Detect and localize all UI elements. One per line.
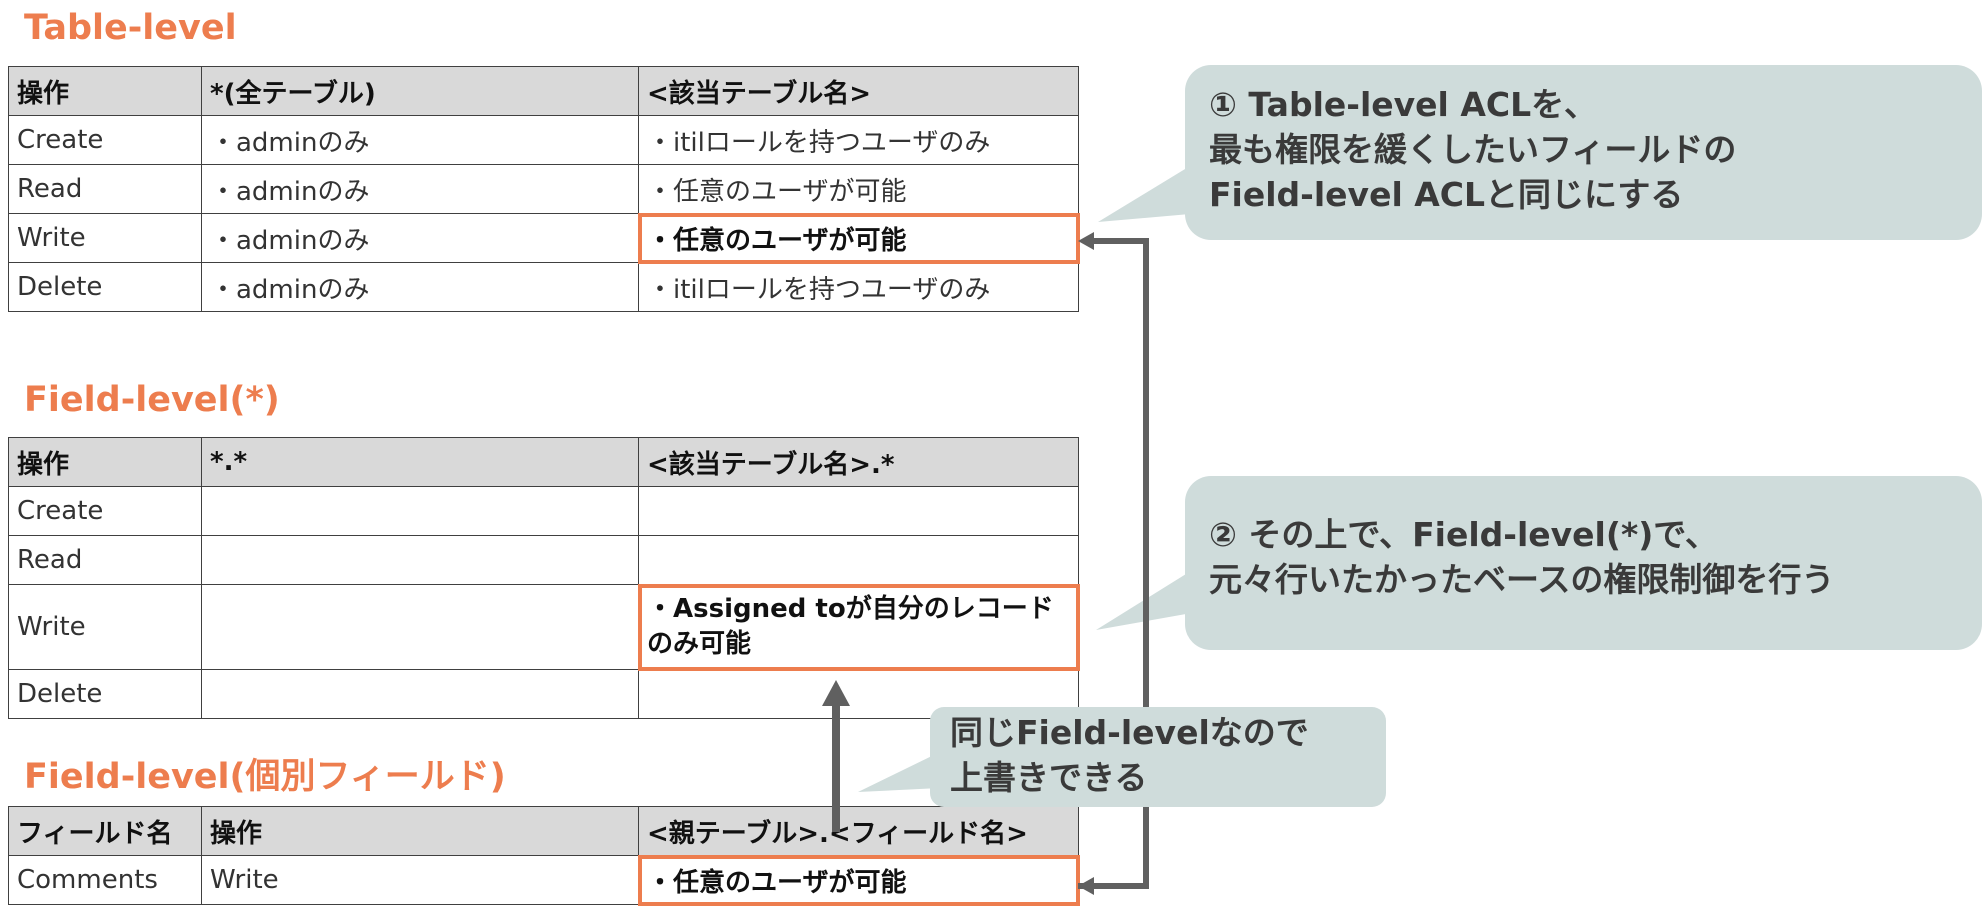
operation-cell: Read <box>8 164 202 214</box>
table-cell: ・任意のユーザが可能 <box>638 164 1079 214</box>
operation-cell: Create <box>8 486 202 536</box>
bracket-arrowhead-bottom <box>1078 877 1094 895</box>
table-level-title: Table-level <box>24 8 237 48</box>
callout-step1-line2: 最も権限を緩くしたいフィールドの <box>1209 130 1737 169</box>
table-cell <box>201 486 639 536</box>
operation-cell: Write <box>8 584 202 670</box>
table-row: Read <box>8 535 1079 585</box>
column-header: フィールド名 <box>8 806 202 856</box>
callout-override: 同じField-levelなので 上書きできる <box>930 707 1386 807</box>
table-row: Delete <box>8 669 1079 719</box>
callout-override-line2: 上書きできる <box>950 758 1148 797</box>
callout-step1: ① Table-level ACLを、 最も権限を緩くしたいフィールドの Fie… <box>1185 65 1982 240</box>
column-header: 操作 <box>8 66 202 116</box>
table-cell: ・adminのみ <box>201 164 639 214</box>
callout-1-pointer <box>1098 166 1190 222</box>
column-header: <親テーブル>.<フィールド名> <box>638 806 1079 856</box>
highlighted-cell: ・Assigned toが自分のレコードのみ可能 <box>637 583 1080 671</box>
table-row: Comments Write ・任意のユーザが可能 <box>8 854 1080 906</box>
table-cell <box>638 535 1079 585</box>
operation-cell: Delete <box>8 669 202 719</box>
table-header-row: フィールド名 操作 <親テーブル>.<フィールド名> <box>8 806 1079 856</box>
operation-cell: Write <box>201 855 639 905</box>
table-row: Write ・adminのみ ・任意のユーザが可能 <box>8 212 1080 264</box>
callout-3-pointer <box>858 752 940 792</box>
table-cell <box>201 669 639 719</box>
callout-step2-line1: ② その上で、Field-level(*)で、 <box>1209 515 1718 554</box>
table-level-acl-table: 操作 *(全テーブル) <該当テーブル名> Create ・adminのみ ・i… <box>8 66 1080 312</box>
table-header-row: 操作 *(全テーブル) <該当テーブル名> <box>8 66 1079 116</box>
table-cell: ・adminのみ <box>201 262 639 312</box>
bracket-arrowhead-top <box>1078 232 1094 250</box>
operation-cell: Delete <box>8 262 202 312</box>
table-cell: ・adminのみ <box>201 115 639 165</box>
field-level-star-acl-table: 操作 *.* <該当テーブル名>.* Create Read Write ・As… <box>8 437 1080 719</box>
table-row: Write ・Assigned toが自分のレコードのみ可能 <box>8 583 1080 671</box>
table-row: Create <box>8 486 1079 536</box>
column-header: *.* <box>201 437 639 487</box>
table-cell: ・itilロールを持つユーザのみ <box>638 115 1079 165</box>
column-header: 操作 <box>8 437 202 487</box>
operation-cell: Write <box>8 213 202 263</box>
field-level-individual-title: Field-level(個別フィールド) <box>24 757 506 797</box>
highlighted-cell: ・任意のユーザが可能 <box>637 854 1080 906</box>
table-row: Read ・adminのみ ・任意のユーザが可能 <box>8 164 1079 214</box>
table-cell: ・itilロールを持つユーザのみ <box>638 262 1079 312</box>
column-header: 操作 <box>201 806 639 856</box>
table-row: Create ・adminのみ ・itilロールを持つユーザのみ <box>8 115 1079 165</box>
callout-step1-line1: ① Table-level ACLを、 <box>1209 85 1598 124</box>
field-level-individual-acl-table: フィールド名 操作 <親テーブル>.<フィールド名> Comments Writ… <box>8 806 1080 906</box>
column-header: <該当テーブル名>.* <box>638 437 1079 487</box>
table-header-row: 操作 *.* <該当テーブル名>.* <box>8 437 1079 487</box>
highlighted-cell: ・任意のユーザが可能 <box>637 212 1080 264</box>
column-header: <該当テーブル名> <box>638 66 1079 116</box>
operation-cell: Create <box>8 115 202 165</box>
callout-step2: ② その上で、Field-level(*)で、 元々行いたかったベースの権限制御… <box>1185 476 1982 650</box>
callout-2-pointer <box>1096 574 1186 630</box>
table-cell: ・adminのみ <box>201 213 639 263</box>
callout-step2-line2: 元々行いたかったベースの権限制御を行う <box>1209 560 1835 599</box>
table-cell <box>201 584 639 670</box>
field-level-star-title: Field-level(*) <box>24 380 280 420</box>
operation-cell: Read <box>8 535 202 585</box>
callout-step1-line3: Field-level ACLと同じにする <box>1209 175 1684 214</box>
column-header: *(全テーブル) <box>201 66 639 116</box>
table-row: Delete ・adminのみ ・itilロールを持つユーザのみ <box>8 262 1079 312</box>
table-cell <box>201 535 639 585</box>
field-name-cell: Comments <box>8 855 202 905</box>
table-cell <box>638 486 1079 536</box>
callout-override-line1: 同じField-levelなので <box>950 713 1309 752</box>
